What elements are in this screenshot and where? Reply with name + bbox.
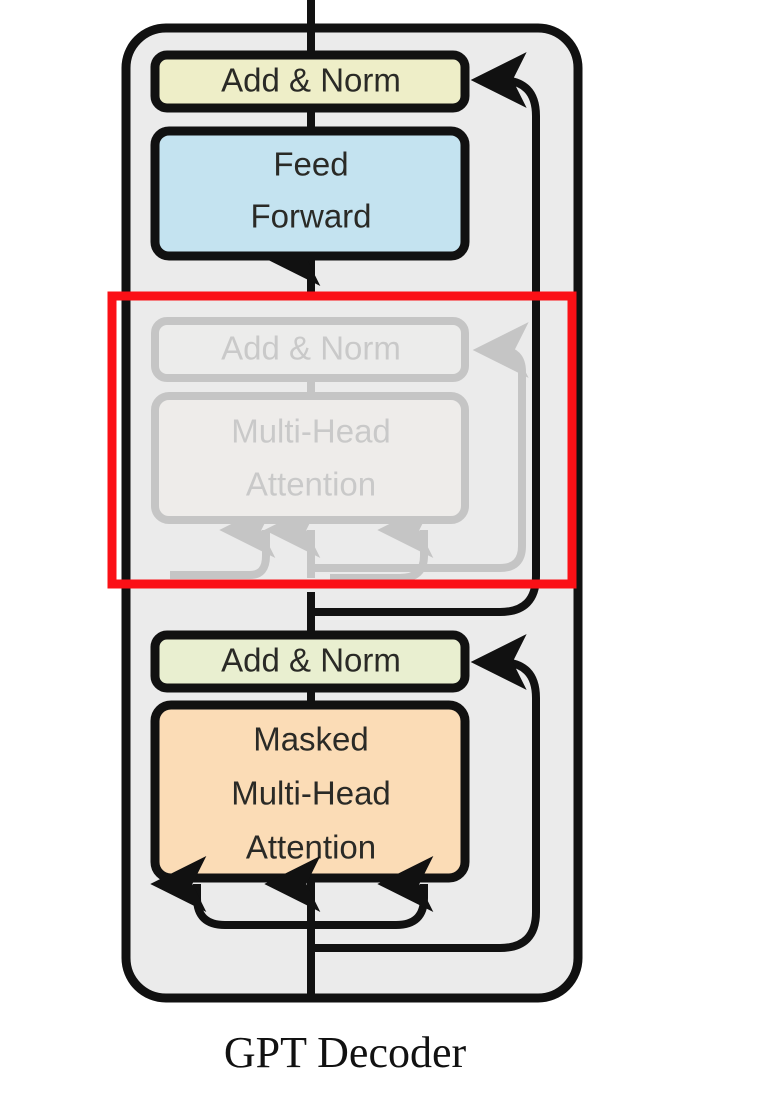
feed-forward-label-line-1: Feed <box>273 146 348 183</box>
cross-attention-label-line-1: Multi-Head <box>231 413 391 450</box>
masked-attention-label-line-2: Multi-Head <box>231 775 391 812</box>
residual-connection-masked <box>311 634 540 952</box>
cross-attention-add-norm-label: Add & Norm <box>221 330 401 367</box>
cross-attention-add-norm-box <box>151 317 469 382</box>
faded-input-arrow-right <box>330 502 434 582</box>
feed-forward-sublayer: Feed Forward Add & Norm <box>150 50 470 261</box>
cross-attention-box <box>151 392 469 524</box>
feed-forward-add-norm-box[interactable] <box>150 50 470 113</box>
masked-attention-label-line-1: Masked <box>253 721 369 758</box>
faded-residual-path <box>311 322 529 572</box>
feed-forward-add-norm-label: Add & Norm <box>221 62 401 99</box>
highlight-rect <box>107 291 577 589</box>
figure-caption: GPT Decoder <box>224 1028 467 1077</box>
residual-path-ffn <box>311 52 540 616</box>
masked-attention-add-norm-box[interactable] <box>150 630 470 693</box>
cross-attention-label-line-2: Attention <box>246 466 376 503</box>
masked-attention-label-line-3: Attention <box>246 829 376 866</box>
removed-cross-attention-group: Multi-Head Attention Add & Norm <box>151 317 529 582</box>
feed-forward-label-line-2: Forward <box>250 198 371 235</box>
residual-connection-ffn <box>311 52 540 616</box>
attention-input-arrows <box>150 856 434 929</box>
attention-input-arrow-right <box>311 856 434 929</box>
feed-forward-box[interactable] <box>150 126 470 261</box>
masked-attention-add-norm-label: Add & Norm <box>221 642 401 679</box>
attention-input-arrow-left <box>150 856 311 929</box>
removed-cross-attention-highlight <box>107 291 577 589</box>
residual-path-masked <box>311 634 540 952</box>
masked-attention-sublayer: Masked Multi-Head Attention Add & Norm <box>150 630 470 883</box>
